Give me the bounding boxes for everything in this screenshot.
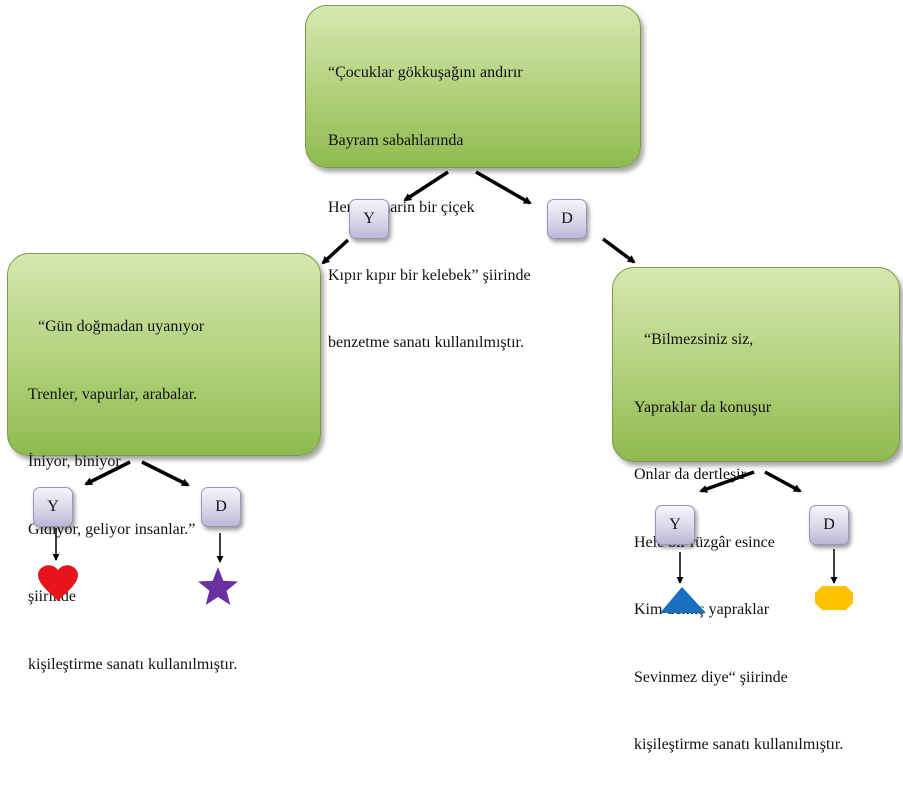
text-line: Onlar da dertleşir — [634, 466, 746, 483]
arrow-left-no — [141, 460, 190, 487]
text-line: Sevinmez diye“ şiirinde — [634, 668, 788, 686]
text-line: “Gün doğmadan uyanıyor — [38, 318, 205, 335]
arrow-yes-left — [321, 238, 350, 265]
text-line: “Bilmezsiniz siz, — [644, 331, 754, 348]
no-key-right[interactable]: D — [809, 505, 849, 545]
yes-key-left[interactable]: Y — [33, 487, 73, 527]
question-text-top: “Çocuklar gökkuşağını andırır Bayram sab… — [328, 17, 531, 400]
no-key-top[interactable]: D — [547, 199, 587, 239]
arrow-right-no — [764, 470, 802, 493]
text-line: benzetme sanatı kullanılmıştır. — [328, 334, 524, 351]
text-line: İniyor, biniyor — [28, 453, 121, 470]
text-line: Bayram sabahlarında — [328, 131, 464, 149]
text-line: kişileştirme sanatı kullanılmıştır. — [634, 736, 844, 753]
arrow-top-yes — [403, 170, 449, 202]
arrows-layer — [52, 170, 838, 584]
text-line: kişileştirme sanatı kullanılmıştır. — [28, 655, 238, 673]
text-line: Trenler, vapurlar, arabalar. — [28, 385, 198, 403]
arrow-top-no — [475, 170, 532, 205]
star-icon — [198, 567, 238, 605]
text-line: Yapraklar da konuşur — [634, 398, 772, 416]
arrow-no-right — [601, 237, 636, 264]
arrow-left-yes — [84, 460, 131, 486]
heart-icon — [38, 565, 78, 601]
text-line: Kıpır kıpır bir kelebek” şiirinde — [328, 266, 531, 284]
outcome-shapes — [38, 565, 853, 613]
yes-key-right[interactable]: Y — [655, 505, 695, 545]
triangle-icon — [660, 587, 706, 613]
octagon-icon — [815, 586, 853, 610]
arrow-right-yes — [699, 470, 755, 493]
no-key-left[interactable]: D — [201, 487, 241, 527]
text-line: “Çocuklar gökkuşağını andırır — [328, 64, 523, 81]
question-box-top: “Çocuklar gökkuşağını andırır Bayram sab… — [305, 5, 641, 351]
yes-key-top[interactable]: Y — [349, 199, 389, 239]
